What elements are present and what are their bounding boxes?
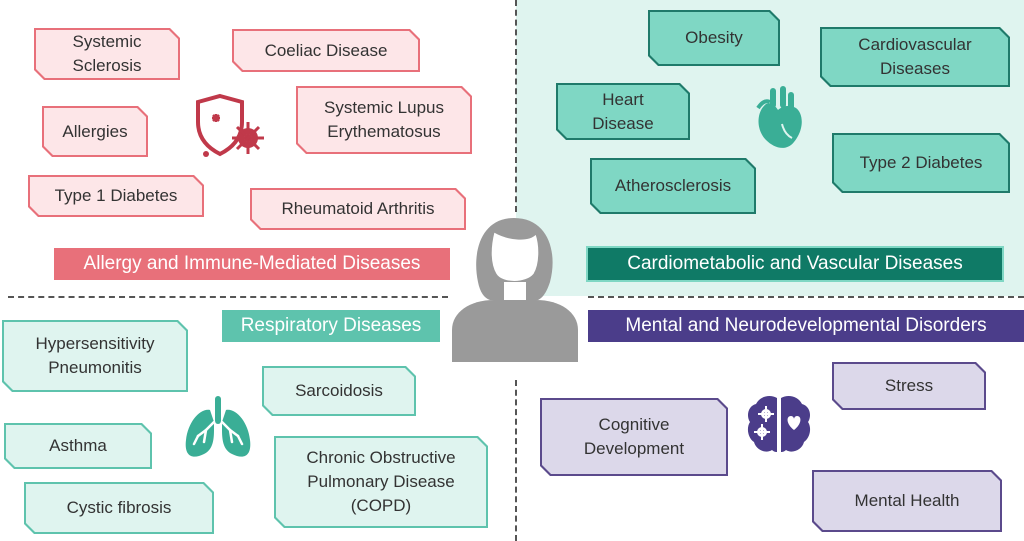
disease-label: Stress: [834, 364, 984, 408]
brain-gear-heart-icon: [747, 396, 811, 452]
horizontal-divider-right: [588, 296, 1024, 298]
disease-box-type-2-diabetes: Type 2 Diabetes: [832, 133, 1010, 193]
disease-box-sarcoidosis: Sarcoidosis: [262, 366, 416, 416]
disease-box-systemic-sclerosis: Systemic Sclerosis: [34, 28, 180, 80]
disease-box-asthma: Asthma: [4, 423, 152, 469]
horizontal-divider-left: [8, 296, 448, 298]
lungs-icon: [185, 396, 251, 457]
disease-box-obesity: Obesity: [648, 10, 780, 66]
person-silhouette-icon: [452, 218, 578, 362]
virus-shield-icon: [196, 93, 264, 157]
disease-box-stress: Stress: [832, 362, 986, 410]
disease-label: Systemic Lupus Erythematosus: [298, 88, 470, 152]
disease-label: Cardiovascular Diseases: [822, 29, 1008, 85]
disease-label: Systemic Sclerosis: [36, 30, 178, 78]
disease-box-cystic-fibrosis: Cystic fibrosis: [24, 482, 214, 534]
respiratory-quadrant-label: Respiratory Diseases: [222, 310, 440, 342]
vertical-divider-bottom: [515, 380, 517, 541]
disease-label: Mental Health: [814, 472, 1000, 530]
disease-box-lupus: Systemic Lupus Erythematosus: [296, 86, 472, 154]
disease-label: Allergies: [44, 108, 146, 155]
disease-box-coeliac-disease: Coeliac Disease: [232, 29, 420, 72]
disease-label: Cognitive Development: [542, 400, 726, 474]
disease-box-cardiovascular: Cardiovascular Diseases: [820, 27, 1010, 87]
disease-box-allergies: Allergies: [42, 106, 148, 157]
heart-organ-icon: [756, 86, 802, 148]
disease-label: Coeliac Disease: [234, 31, 418, 70]
disease-label: Cystic fibrosis: [26, 484, 212, 532]
disease-box-heart-disease: Heart Disease: [556, 83, 690, 140]
disease-box-cognitive-development: Cognitive Development: [540, 398, 728, 476]
allergy-quadrant-label: Allergy and Immune-Mediated Diseases: [54, 248, 450, 280]
disease-label: Atherosclerosis: [592, 160, 754, 212]
disease-box-copd: Chronic Obstructive Pulmonary Disease (C…: [274, 436, 488, 528]
disease-label: Sarcoidosis: [264, 368, 414, 414]
disease-label: Asthma: [6, 425, 150, 467]
disease-label: Hypersensitivity Pneumonitis: [4, 322, 186, 390]
disease-box-rheumatoid-arthritis: Rheumatoid Arthritis: [250, 188, 466, 230]
disease-label: Obesity: [650, 12, 778, 64]
disease-label: Heart Disease: [558, 85, 688, 138]
disease-box-mental-health: Mental Health: [812, 470, 1002, 532]
vertical-divider-top: [515, 0, 517, 212]
disease-box-type-1-diabetes: Type 1 Diabetes: [28, 175, 204, 217]
disease-label: Type 1 Diabetes: [30, 177, 202, 215]
cardio-quadrant-label: Cardiometabolic and Vascular Diseases: [588, 248, 1002, 280]
mental-quadrant-label: Mental and Neurodevelopmental Disorders: [588, 310, 1024, 342]
disease-label: Chronic Obstructive Pulmonary Disease (C…: [276, 438, 486, 526]
disease-box-atherosclerosis: Atherosclerosis: [590, 158, 756, 214]
disease-label: Type 2 Diabetes: [834, 135, 1008, 191]
disease-box-hypersensitivity: Hypersensitivity Pneumonitis: [2, 320, 188, 392]
disease-label: Rheumatoid Arthritis: [252, 190, 464, 228]
